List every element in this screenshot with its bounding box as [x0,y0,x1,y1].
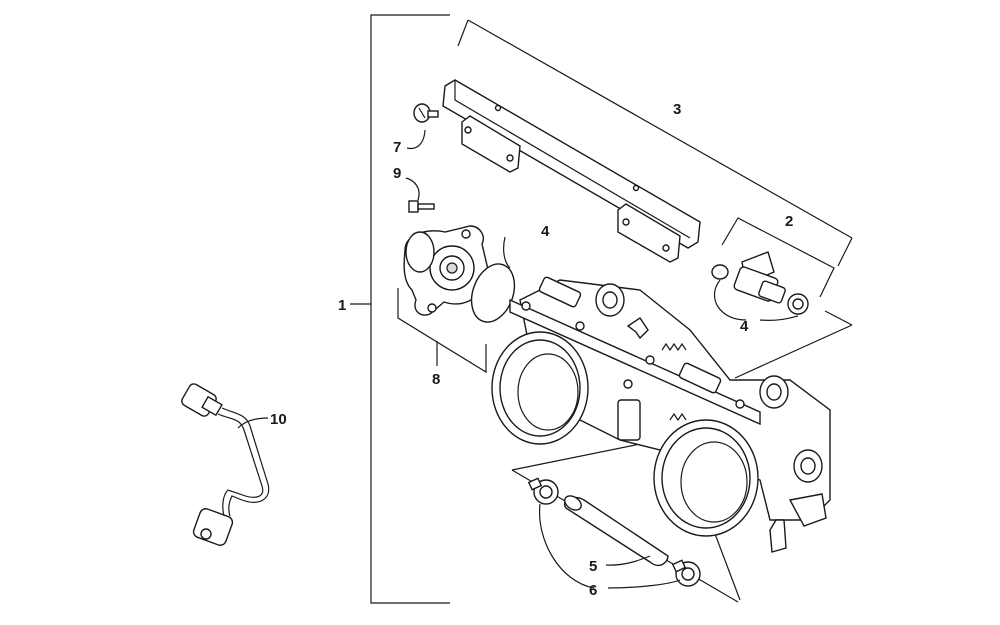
callout-3: 3 [673,101,681,118]
leader-6a [538,503,595,589]
callout-2: 2 [785,213,793,230]
callout-7: 7 [393,139,401,156]
throttle-position-sensor [403,225,491,316]
callout-6: 6 [589,582,597,599]
leader-4b-right [759,315,799,322]
fuel-rail [442,79,701,263]
screw-7 [413,103,439,123]
callout-5: 5 [589,558,597,575]
callout-4-lower: 4 [740,318,749,335]
leader-10 [237,417,269,429]
leader-9 [405,177,420,201]
clamp-upper [527,477,559,505]
callout-10: 10 [270,411,287,428]
hose [563,495,669,566]
sensor-harness [181,383,270,546]
clamp-lower [671,559,701,587]
throttle-body [491,276,831,553]
fuel-injector [711,251,809,315]
callout-4-upper: 4 [541,223,550,240]
fuel-rail-bracket [457,19,853,267]
leader-7 [406,129,426,150]
leader-4a [503,236,511,269]
leader-6b [607,579,681,589]
assembly-bracket [350,14,450,604]
throttle-pointer [734,310,853,379]
callout-9: 9 [393,165,401,182]
callout-1: 1 [338,297,346,314]
o-ring-tps [470,263,516,323]
leader-4b [714,279,747,321]
screw-9 [408,200,435,213]
callout-8: 8 [432,371,440,388]
leader-5 [605,555,651,566]
injector-bracket [721,217,835,298]
tps-bracket [397,288,487,374]
